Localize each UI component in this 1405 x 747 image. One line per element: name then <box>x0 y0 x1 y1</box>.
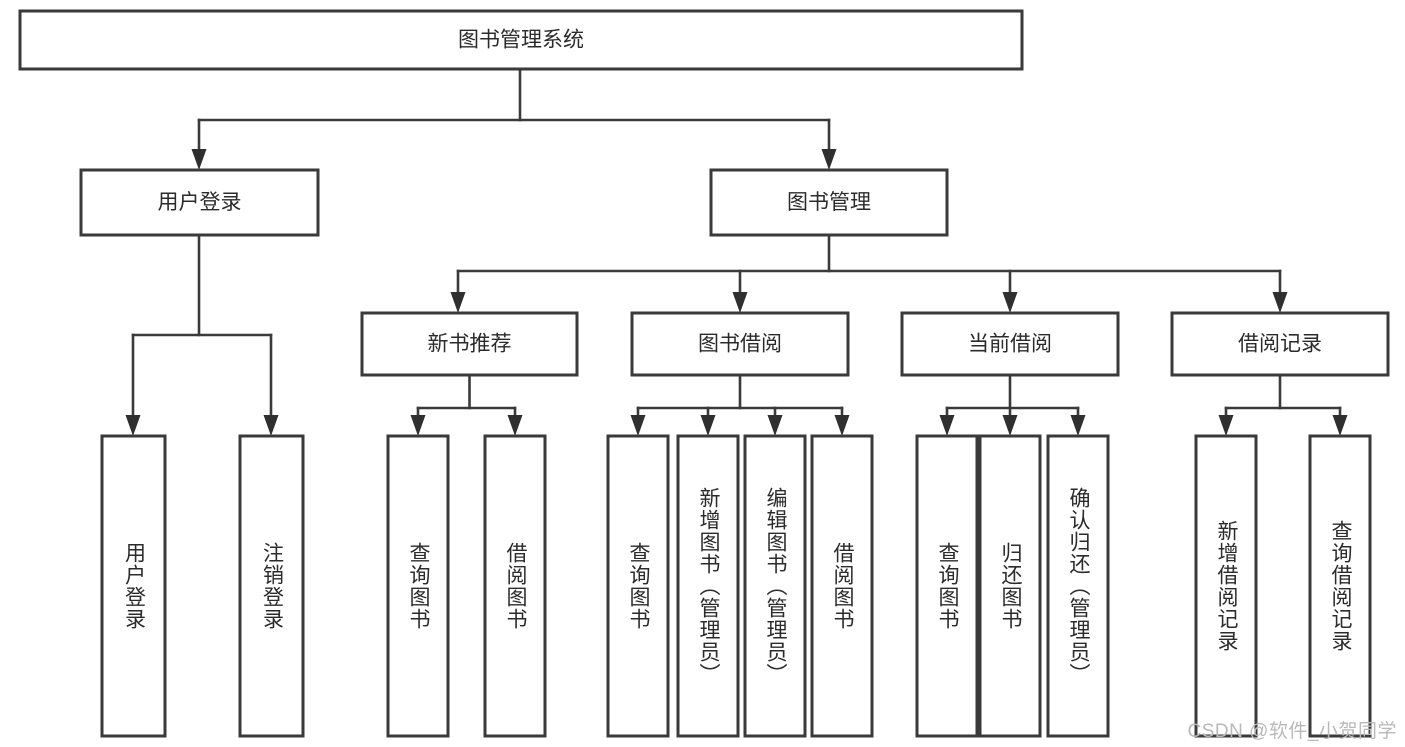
node-leaf-11[interactable] <box>1194 434 1258 738</box>
node-level3-0[interactable] <box>360 311 579 377</box>
arrow-head-icon <box>263 415 279 436</box>
node-leaf-3[interactable] <box>483 434 547 738</box>
node-leaf-5[interactable] <box>676 434 740 738</box>
node-rect[interactable] <box>238 434 305 738</box>
node-rect[interactable] <box>630 311 850 377</box>
node-leaf-0[interactable] <box>100 434 167 738</box>
node-rect[interactable] <box>1308 434 1372 738</box>
node-root-label: 图书管理系统 <box>458 29 584 52</box>
arrow-head-icon <box>630 415 646 436</box>
arrow-head-icon <box>1002 292 1018 313</box>
node-rect[interactable] <box>18 9 1024 71</box>
node-leaf-9[interactable] <box>978 434 1042 738</box>
node-box-layer <box>18 9 1390 738</box>
node-rect[interactable] <box>483 434 547 738</box>
node-leaf-12[interactable] <box>1308 434 1372 738</box>
node-leaf-7[interactable] <box>810 434 874 738</box>
node-leaf-6[interactable] <box>743 434 807 738</box>
node-rect[interactable] <box>978 434 1042 738</box>
arrow-head-icon <box>834 415 850 436</box>
node-rect[interactable] <box>743 434 807 738</box>
arrow-head-icon <box>1332 415 1348 436</box>
node-rect[interactable] <box>100 434 167 738</box>
node-rect[interactable] <box>915 434 979 738</box>
arrow-head-icon <box>450 292 466 313</box>
connector-layer <box>125 67 1348 436</box>
node-rect[interactable] <box>676 434 740 738</box>
arrow-head-icon <box>1272 292 1288 313</box>
node-level3-1[interactable] <box>630 311 850 377</box>
node-rect[interactable] <box>709 168 949 237</box>
arrow-head-icon <box>191 149 207 170</box>
node-rect[interactable] <box>1194 434 1258 738</box>
node-rect[interactable] <box>606 434 670 738</box>
node-level2-1[interactable] <box>709 168 949 237</box>
arrow-head-icon <box>410 415 426 436</box>
node-level2-label-0: 用户登录 <box>158 191 242 214</box>
arrow-head-icon <box>939 415 955 436</box>
arrow-head-icon <box>767 415 783 436</box>
node-leaf-1[interactable] <box>238 434 305 738</box>
node-level3-2[interactable] <box>900 311 1120 377</box>
node-rect[interactable] <box>386 434 450 738</box>
arrow-head-icon <box>1218 415 1234 436</box>
arrow-head-icon <box>125 415 141 436</box>
node-rect[interactable] <box>1046 434 1110 738</box>
node-level3-label-2: 当前借阅 <box>968 333 1052 356</box>
watermark-text: CSDN @软件_小贺同学 <box>1187 721 1397 742</box>
node-rect[interactable] <box>1170 311 1390 377</box>
node-rect[interactable] <box>360 311 579 377</box>
arrow-head-icon <box>1070 415 1086 436</box>
node-rect[interactable] <box>810 434 874 738</box>
node-level3-label-3: 借阅记录 <box>1238 333 1322 356</box>
node-level3-label-1: 图书借阅 <box>698 333 782 356</box>
node-leaf-10[interactable] <box>1046 434 1110 738</box>
node-level2-0[interactable] <box>79 168 320 237</box>
node-rect[interactable] <box>79 168 320 237</box>
node-rect[interactable] <box>900 311 1120 377</box>
arrow-head-icon <box>1002 415 1018 436</box>
arrow-head-icon <box>821 149 837 170</box>
node-leaf-2[interactable] <box>386 434 450 738</box>
node-leaf-4[interactable] <box>606 434 670 738</box>
node-level3-3[interactable] <box>1170 311 1390 377</box>
arrow-head-icon <box>700 415 716 436</box>
node-level2-label-1: 图书管理 <box>787 191 871 214</box>
arrow-head-icon <box>732 292 748 313</box>
arrow-head-icon <box>507 415 523 436</box>
node-leaf-8[interactable] <box>915 434 979 738</box>
node-root[interactable] <box>18 9 1024 71</box>
node-level3-label-0: 新书推荐 <box>428 333 512 356</box>
